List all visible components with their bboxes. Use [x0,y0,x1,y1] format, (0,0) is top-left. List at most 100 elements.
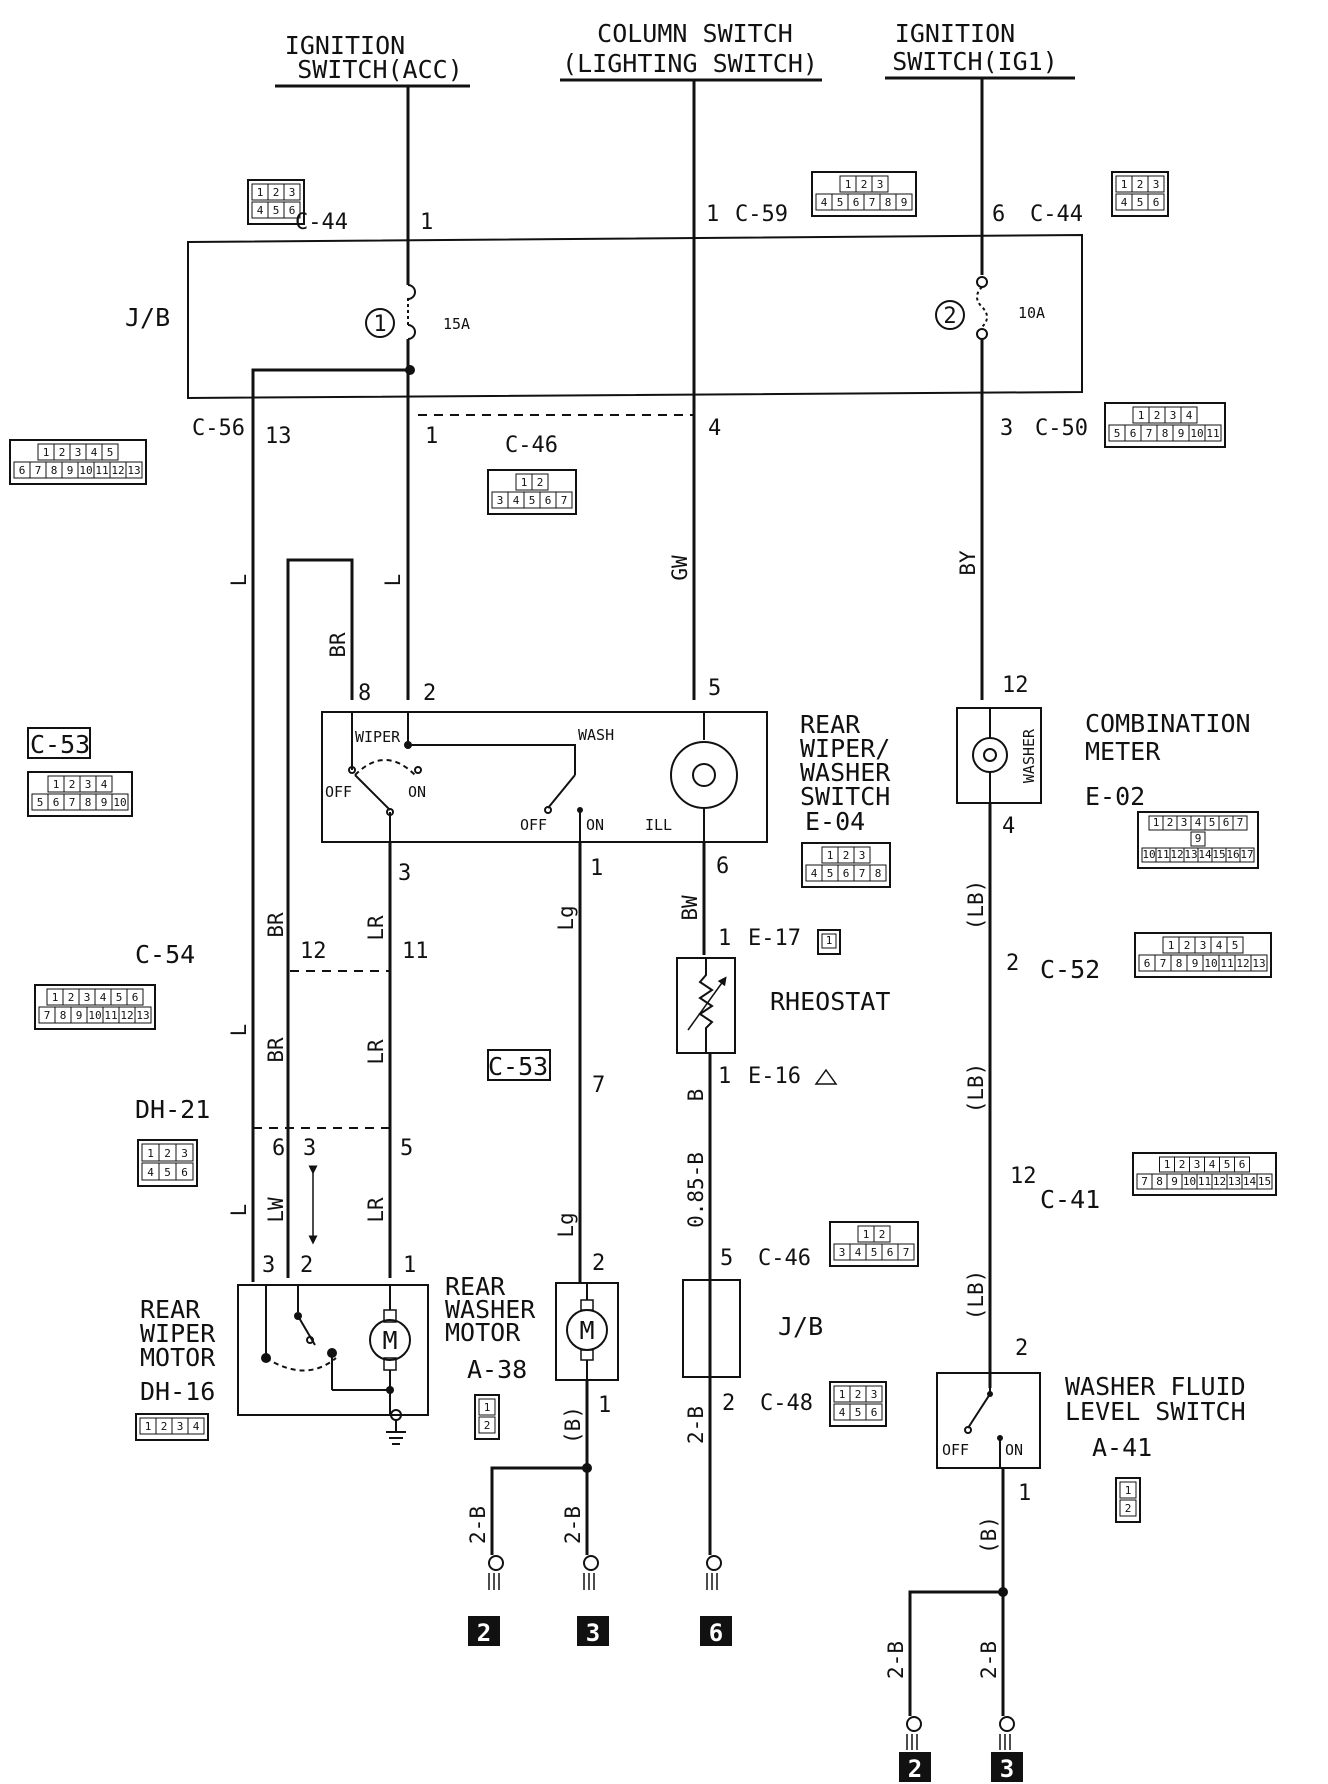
connector-pin-number: 10 [79,464,92,477]
washer-motor-name2: WASHER [445,1295,536,1324]
e17-label: E-17 [748,926,801,951]
wire-g2b-4: 2-B [884,1641,908,1679]
pin-fluid-2: 2 [1015,1336,1028,1361]
c46-bottom-label: C-46 [758,1246,811,1271]
connector-pin-number: 6 [53,796,60,809]
source-column-line2: (LIGHTING SWITCH) [562,49,818,78]
c53-mid-label: C-53 [488,1052,548,1081]
illumination-lamp [670,741,738,809]
connector-pin-number: 6 [853,196,860,209]
connector-pin-number: 1 [52,991,59,1004]
connector-pin-number: 10 [113,796,126,809]
connector-pin-number: 2 [861,178,868,191]
connector-pin-number: 3 [1153,178,1160,191]
wiper-motor-name3: MOTOR [140,1343,216,1372]
connector-pin-number: 7 [1146,427,1153,440]
connector-pin-number: 4 [811,867,818,880]
fuse1-number: 1 [373,312,386,337]
dh21-label: DH-21 [135,1095,210,1124]
washer-motor-m: M [579,1316,594,1345]
connector-pin-number: 7 [869,196,876,209]
connector-pin-number: 1 [826,934,833,947]
connector-pin-number: 5 [855,1406,862,1419]
pin-sw-1: 1 [590,856,603,881]
connector-pin-number: 4 [1121,196,1128,209]
switch-name-line3: WASHER [800,758,891,787]
switch-off1-label: OFF [325,783,352,801]
connector-pin-number: 2 [161,1420,168,1433]
pin-c52-2: 2 [1006,951,1019,976]
pin-sw-3: 3 [398,861,411,886]
source-column-switch: COLUMN SWITCH (LIGHTING SWITCH) [560,19,822,82]
wire-lb3: (LB) [964,1270,988,1321]
connector-pin-number: 9 [1171,1175,1178,1188]
wire-l4: L [227,1204,251,1217]
junction-block: J/B 1 15A 2 10A [125,233,1083,400]
connector-pin-number: 7 [1160,957,1167,970]
connector-pin-number: 3 [1181,816,1188,829]
connector-pin-number: 3 [877,178,884,191]
wiper-motor-m: M [382,1326,397,1355]
fuse2-rating: 10A [1018,304,1045,322]
connector-pin-number: 9 [1178,427,1185,440]
fuse1-rating: 15A [443,315,470,333]
source-ignition-acc: IGNITION SWITCH(ACC) [275,31,470,88]
c50-label: C-50 [1035,416,1088,441]
connector-pin-number: 2 [68,991,75,1004]
connector-pin-number: 5 [273,204,280,217]
connector-face-a41: 12 [1115,1477,1141,1523]
connector-pin-number: 1 [147,1147,154,1160]
connector-pin-number: 7 [561,494,568,507]
connector-pin-number: 3 [177,1420,184,1433]
jb-lower-label: J/B [778,1312,823,1341]
connector-pin-number: 4 [91,446,98,459]
ground-tag-3b: 3 [1000,1755,1014,1783]
wire-lb2: (LB) [964,1063,988,1114]
connector-pin-number: 3 [839,1246,846,1259]
junction-block-lower: J/B [682,1279,823,1378]
connector-pin-number: 4 [1186,409,1193,422]
c48-label: C-48 [760,1391,813,1416]
pin-c46-5: 5 [720,1246,733,1271]
connector-pin-number: 1 [484,1401,491,1414]
pin-column-out: 4 [708,416,721,441]
connector-pin-number: 5 [1209,816,1216,829]
connector-pin-number: 10 [1142,848,1155,861]
connector-pin-number: 3 [84,991,91,1004]
fluid-on-label: ON [1005,1441,1023,1459]
c59-label: C-59 [735,202,788,227]
c54-label: C-54 [135,940,195,969]
wire-lb1: (LB) [964,880,988,931]
pin-sw-5: 5 [708,676,721,701]
meter-name1: COMBINATION [1085,709,1251,738]
a41-label: A-41 [1092,1433,1152,1462]
wire-g2b-1: 2-B [466,1506,490,1544]
connector-pin-number: 1 [145,1420,152,1433]
connector-pin-number: 4 [1209,1158,1216,1171]
wire-lg2: Lg [554,1212,578,1237]
source-ig1-line2: SWITCH(IG1) [892,47,1058,76]
connector-pin-number: 12 [120,1009,133,1022]
connector-pin-number: 2 [273,186,280,199]
connector-pin-number: 4 [1195,816,1202,829]
connector-pin-number: 6 [181,1166,188,1179]
ground-tag-2b: 2 [908,1755,922,1783]
ground-3-left: 3 [577,1555,609,1647]
dh16-label: DH-16 [140,1377,215,1406]
pin-ig1-out: 3 [1000,416,1013,441]
wire-l2: L [381,574,405,587]
connector-pin-number: 4 [513,494,520,507]
c44-right-label: C-44 [1030,202,1083,227]
connector-pin-number: 9 [901,196,908,209]
switch-name-line2: WIPER/ [800,734,890,763]
fuse2-marker [935,300,965,330]
connector-pin-number: 8 [1162,427,1169,440]
